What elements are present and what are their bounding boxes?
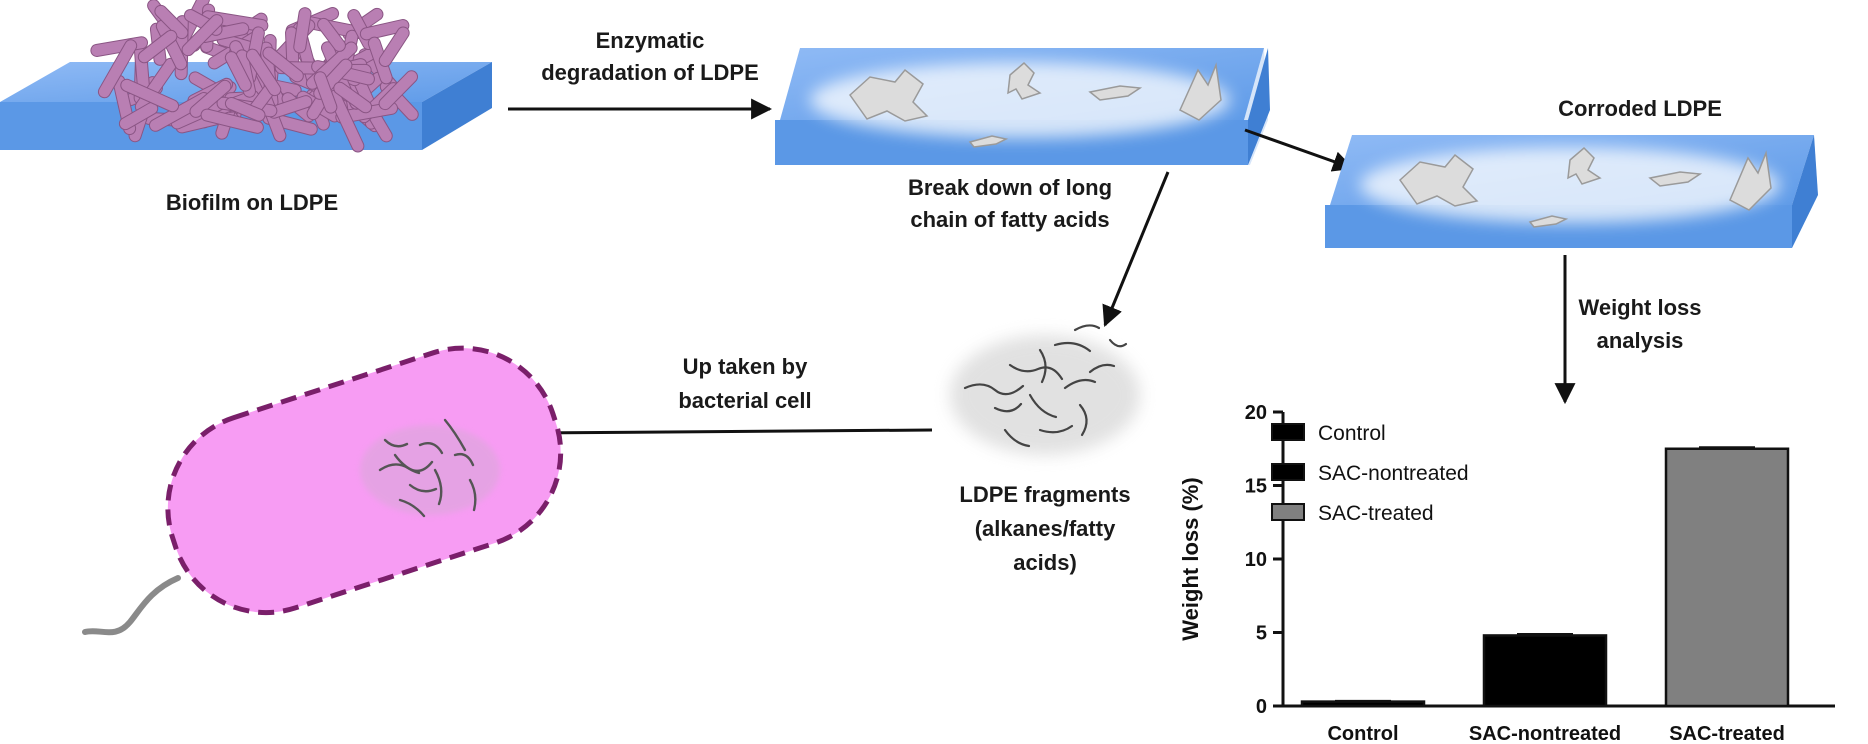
enzymatic-label-line1: Enzymatic (596, 28, 705, 53)
legend-swatch (1271, 503, 1305, 521)
bacterium-rod (245, 48, 282, 97)
bacterium-rod (293, 7, 312, 54)
fragments-label-line2: (alkanes/fatty (975, 516, 1116, 541)
bacterium-rod (333, 81, 373, 114)
bacterium-rod (224, 51, 252, 92)
fragment-strand (1063, 378, 1097, 390)
y-tick-label: 0 (1256, 696, 1267, 718)
x-tick-label: SAC-treated (1669, 723, 1785, 744)
internalized-strand (383, 438, 409, 448)
bacterium-rod (189, 79, 232, 118)
internalized-strand (393, 453, 421, 475)
bacterium-rod (328, 89, 365, 153)
fragment-strand (1003, 428, 1031, 448)
fragment-strand (1038, 348, 1047, 384)
breakdown-label-line2: chain of fatty acids (910, 207, 1109, 232)
internalized-strand (418, 442, 444, 455)
bacterium-rod (359, 19, 410, 41)
legend-swatch (1271, 423, 1305, 441)
internalized-strand (453, 452, 475, 467)
legend-entry: SAC-nontreated (1318, 462, 1469, 485)
y-tick-label: 5 (1256, 623, 1267, 645)
bars (1300, 446, 1790, 708)
bacterium-rod (224, 96, 266, 122)
weightloss-label-line1: Weight loss (1578, 295, 1701, 320)
bar-sac-treated (1664, 447, 1790, 708)
internalized-strand (468, 478, 477, 512)
y-tick-label: 20 (1245, 402, 1267, 424)
fragment-strand (1008, 363, 1064, 381)
enzymatic-label-line2: degradation of LDPE (541, 60, 759, 85)
uptake-label-line2: bacterial cell (678, 388, 811, 413)
biofilm-bacteria-cluster (90, 0, 419, 153)
bacterium-rod (378, 26, 410, 68)
y-axis-label: Weight loss (%) (1178, 477, 1203, 640)
arrow-to-cell (525, 422, 933, 444)
fragment-strand (963, 383, 1025, 396)
bacterium-rod (317, 17, 346, 52)
fragment-strand (1108, 338, 1128, 348)
internalized-strand (408, 483, 438, 493)
legend-swatch (1271, 463, 1305, 481)
fragment-strand (1088, 363, 1116, 374)
internalized-fragments (360, 418, 500, 518)
fragment-strand (1073, 324, 1101, 332)
fragment-strand (1053, 341, 1092, 353)
x-tick-label: Control (1327, 723, 1398, 744)
bacterium-rod (154, 4, 189, 40)
bacterium-rod (137, 29, 178, 64)
fragment-strand (993, 402, 1023, 413)
ldpe-fragments (950, 324, 1140, 455)
y-tick-label: 10 (1245, 549, 1267, 571)
biofilm-label: Biofilm on LDPE (166, 190, 338, 215)
breakdown-label-line1: Break down of long (908, 175, 1112, 200)
fragments-label-line3: acids) (1013, 550, 1077, 575)
bar-control (1300, 700, 1426, 708)
bacterium-rod (97, 39, 138, 99)
weightloss-label-line2: analysis (1597, 328, 1684, 353)
flagellum (82, 575, 181, 636)
internalized-strand (443, 418, 467, 452)
uptake-label-line1: Up taken by (683, 354, 808, 379)
bacterium-rod (181, 14, 224, 57)
erosion-marks-middle (849, 61, 1222, 148)
erosion-marks-corroded (1399, 146, 1772, 228)
fragments-label-line1: LDPE fragments (959, 482, 1130, 507)
bacterium-rod (120, 78, 180, 113)
fragment-strand (1028, 393, 1058, 419)
bar-sac-nontreated (1482, 634, 1608, 708)
x-axis-labels: Control SAC-nontreated SAC-treated (1327, 723, 1784, 744)
bacterium-rod (200, 108, 264, 134)
legend-entry: SAC-treated (1318, 502, 1434, 525)
arrow-to-fragments (1102, 171, 1170, 327)
arrow-to-corroded (1244, 128, 1354, 172)
x-tick-label: SAC-nontreated (1469, 723, 1621, 744)
internalized-strand (398, 498, 426, 518)
bacterium-rod (313, 71, 338, 114)
bacterium-rod (262, 46, 304, 83)
internalized-strand (433, 468, 443, 506)
corroded-label: Corroded LDPE (1558, 96, 1722, 121)
bacterium-rod (378, 70, 418, 111)
fragment-strand (1078, 403, 1088, 437)
legend-entry: Control (1318, 422, 1386, 445)
fragment-strand (1038, 424, 1074, 434)
y-tick-label: 15 (1245, 476, 1267, 498)
